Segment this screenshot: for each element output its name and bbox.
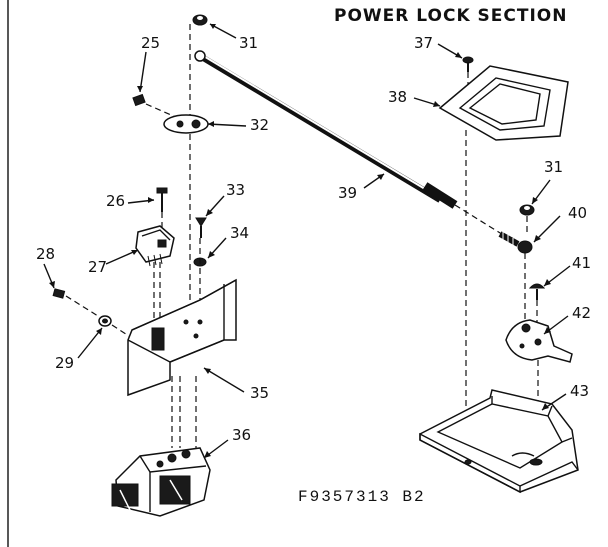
screw-37 bbox=[462, 56, 474, 72]
cover-38 bbox=[438, 65, 569, 141]
label-34: 34 bbox=[230, 224, 250, 242]
switch-27 bbox=[135, 225, 175, 267]
motor-36 bbox=[111, 447, 211, 517]
clevis-40 bbox=[498, 231, 533, 254]
diagram-code: F9357313 B2 bbox=[298, 488, 426, 506]
screw-26 bbox=[156, 187, 168, 212]
label-leaders bbox=[43, 23, 571, 459]
label-28: 28 bbox=[36, 245, 56, 263]
label-39: 39 bbox=[338, 184, 358, 202]
leader-dash-25 bbox=[145, 103, 179, 119]
label-38: 38 bbox=[388, 88, 408, 106]
label-27: 27 bbox=[88, 258, 108, 276]
label-42: 42 bbox=[572, 304, 592, 322]
label-31-right: 31 bbox=[544, 158, 564, 176]
label-32: 32 bbox=[250, 116, 270, 134]
label-26: 26 bbox=[106, 192, 126, 210]
rod-39 bbox=[194, 50, 458, 209]
label-37: 37 bbox=[414, 34, 434, 52]
label-25: 25 bbox=[141, 34, 161, 52]
label-33: 33 bbox=[226, 181, 246, 199]
nut-31-right bbox=[519, 204, 535, 216]
bracket-35 bbox=[127, 278, 237, 397]
tray-43 bbox=[419, 389, 579, 494]
label-29: 29 bbox=[55, 354, 75, 372]
screw-28 bbox=[52, 288, 66, 299]
section-title: POWER LOCK SECTION bbox=[334, 6, 568, 26]
label-35: 35 bbox=[250, 384, 270, 402]
label-36: 36 bbox=[232, 426, 252, 444]
label-41: 41 bbox=[572, 254, 592, 272]
bolt-41 bbox=[528, 283, 546, 300]
leader-dash-29 bbox=[111, 324, 133, 339]
nut-31-top bbox=[192, 14, 208, 26]
screw-33 bbox=[195, 217, 207, 238]
label-43: 43 bbox=[570, 382, 590, 400]
screw-25 bbox=[132, 93, 146, 107]
label-40: 40 bbox=[568, 204, 588, 222]
lever-42 bbox=[505, 319, 573, 363]
plate-32 bbox=[163, 114, 209, 134]
leader-dash-rod-40 bbox=[454, 204, 506, 237]
label-31-top: 31 bbox=[239, 34, 259, 52]
washer-29 bbox=[98, 315, 112, 327]
leader-dash-28 bbox=[65, 295, 99, 317]
